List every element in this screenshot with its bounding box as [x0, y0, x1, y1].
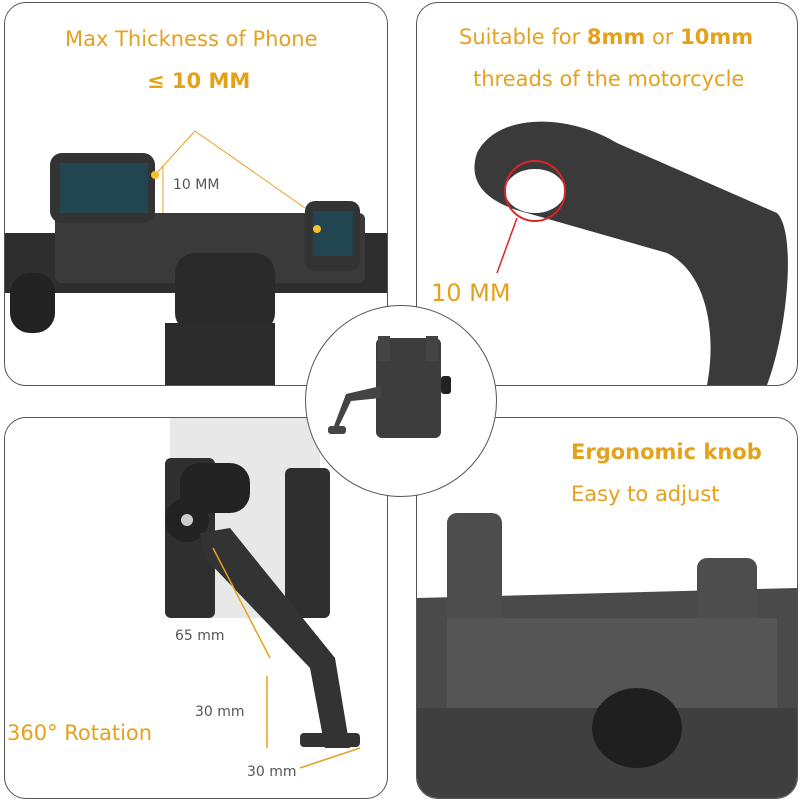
thread-size-8mm: 8mm — [586, 25, 646, 49]
phone-clamp-image — [5, 130, 387, 385]
threads-or: or — [645, 25, 681, 49]
panel-rotation: 65 mm 30 mm 30 mm 360° Rotation — [4, 417, 388, 799]
thread-size-10mm: 10mm — [680, 25, 754, 49]
panel-phone-thickness: Max Thickness of Phone ≤ 10 MM 10 MM — [4, 2, 388, 386]
threads-prefix: Suitable for — [459, 25, 587, 49]
holder-side-image — [165, 418, 361, 769]
arm-length-label: 65 mm — [175, 628, 225, 644]
threads-line2: threads of the motorcycle — [473, 67, 745, 91]
panel-threads: Suitable for 8mm or 10mm threads of the … — [416, 2, 798, 386]
threads-dimension: 10 MM — [431, 279, 511, 307]
holder-overview-image — [328, 336, 451, 438]
thickness-value: ≤ 10 MM — [147, 69, 251, 93]
thickness-title: Max Thickness of Phone — [65, 27, 318, 51]
arm-base-label: 30 mm — [247, 764, 297, 780]
mirror-arm-image — [474, 121, 788, 385]
arm-height-label: 30 mm — [195, 704, 245, 720]
knob-closeup-image — [417, 513, 797, 798]
knob-subtitle: Easy to adjust — [571, 482, 720, 506]
knob-title: Ergonomic knob — [571, 440, 762, 464]
panel-knob: Ergonomic knob Easy to adjust — [416, 417, 798, 799]
rotation-title: 360° Rotation — [7, 721, 153, 745]
threads-line1: Suitable for 8mm or 10mm — [459, 25, 753, 49]
thickness-dimension: 10 MM — [173, 177, 220, 193]
center-product-circle — [305, 305, 497, 497]
